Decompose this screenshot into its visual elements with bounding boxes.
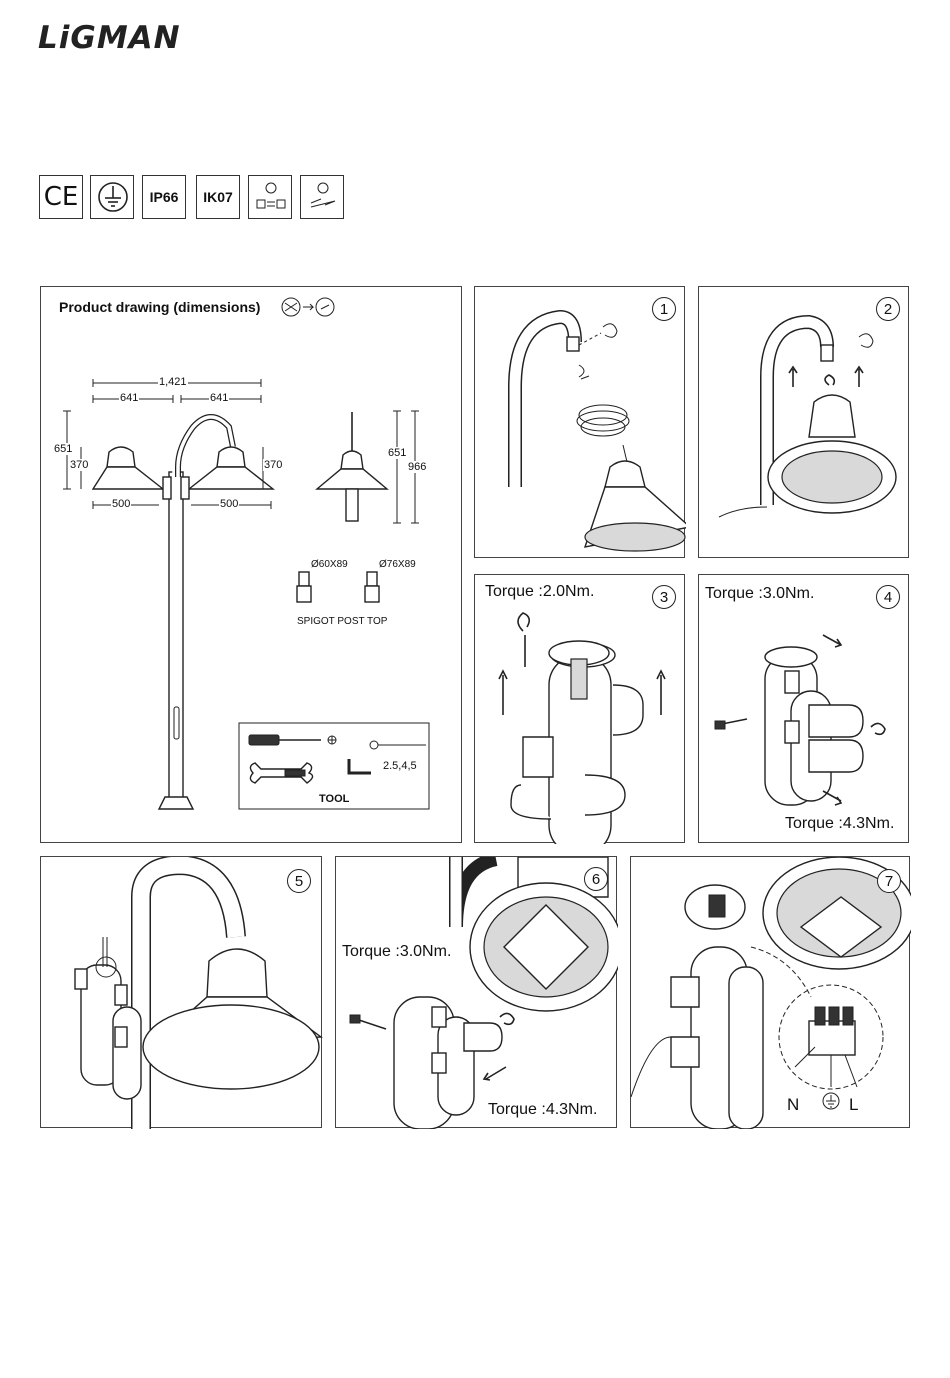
step-2-panel: 2 (698, 286, 909, 558)
step-4-torque-top: Torque :3.0Nm. (705, 585, 814, 603)
step-6-torque-bottom: Torque :4.3Nm. (488, 1101, 597, 1119)
step-7-illustration (631, 857, 911, 1129)
dim-total-width: 1,421 (158, 376, 188, 388)
ce-mark-label: CE (44, 182, 79, 212)
dim-inner-right: 370 (263, 459, 283, 471)
step-1-illustration (475, 287, 686, 559)
wiring-live-label: L (849, 1095, 858, 1115)
earth-ground-icon (91, 175, 133, 219)
drawing-title: Product drawing (dimensions) (59, 299, 260, 315)
step-6-number: 6 (584, 867, 608, 891)
step-6-illustration (336, 857, 618, 1129)
step-4-torque-bottom: Torque :4.3Nm. (785, 815, 894, 833)
step-3-number: 3 (652, 585, 676, 609)
step-4-illustration (699, 575, 910, 844)
ik-rating-label: IK07 (203, 189, 233, 205)
step-3-illustration (475, 575, 686, 844)
wiring-neutral-label: N (787, 1095, 799, 1115)
dim-arm-right: 641 (209, 392, 229, 404)
step-5-panel: 5 (40, 856, 322, 1128)
ik-rating-badge: IK07 (196, 175, 240, 219)
step-7-panel: N L 7 (630, 856, 910, 1128)
voltage-icon (249, 175, 291, 219)
earth-symbol-badge (90, 175, 134, 219)
step-6-torque-top: Torque :3.0Nm. (342, 943, 451, 961)
step-4-panel: Torque :3.0Nm. Torque :4.3Nm. 4 (698, 574, 909, 843)
spigot-size-76: Ø76X89 (379, 559, 416, 570)
dim-half-left: 500 (111, 498, 131, 510)
ip-rating-label: IP66 (150, 189, 179, 205)
dim-half-right: 500 (219, 498, 239, 510)
dim-side-height-2: 966 (407, 461, 427, 473)
step-2-number: 2 (876, 297, 900, 321)
allen-key-sizes: 2.5,4,5 (383, 760, 417, 772)
step-4-number: 4 (876, 585, 900, 609)
dim-height-left: 651 (53, 443, 73, 455)
tool-swap-icon (279, 295, 339, 319)
step-3-panel: Torque :2.0Nm. 3 (474, 574, 685, 843)
step-7-number: 7 (877, 869, 901, 893)
spigot-caption: SPIGOT POST TOP (297, 616, 387, 627)
voltage-badge (248, 175, 292, 219)
tool-caption: TOOL (319, 793, 349, 805)
step-1-number: 1 (652, 297, 676, 321)
tool-swap-icon (301, 175, 343, 219)
ip-rating-badge: IP66 (142, 175, 186, 219)
ce-mark-badge: CE (39, 175, 83, 219)
step-5-illustration (41, 857, 323, 1129)
step-6-panel: Torque :3.0Nm. Torque :4.3Nm. 6 (335, 856, 617, 1128)
product-drawing-panel: Product drawing (dimensions) 1,421 641 6… (40, 286, 462, 843)
step-2-illustration (699, 287, 910, 559)
step-5-number: 5 (287, 869, 311, 893)
tool-swap-badge (300, 175, 344, 219)
dim-inner-left: 370 (69, 459, 89, 471)
dim-arm-left: 641 (119, 392, 139, 404)
dim-side-height-1: 651 (387, 447, 407, 459)
step-1-panel: 1 (474, 286, 685, 558)
brand-logo: LiGMAN (38, 20, 181, 56)
spigot-size-60: Ø60X89 (311, 559, 348, 570)
step-3-torque: Torque :2.0Nm. (485, 583, 594, 601)
